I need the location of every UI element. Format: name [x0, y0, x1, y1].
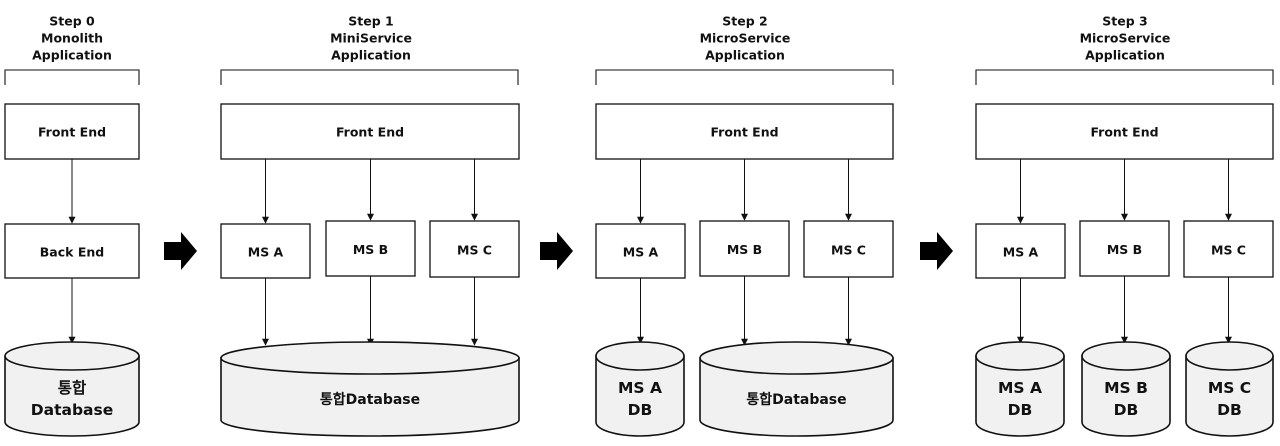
service-box-ms-c: MS C: [1183, 220, 1274, 278]
database-label: DB: [1114, 401, 1139, 419]
service-database-cylinder-ms-b: MS B DB: [1081, 341, 1171, 437]
database-label: DB: [1217, 401, 1242, 419]
step-0-title-step-number: Step 0: [49, 14, 95, 29]
integrated-database-cylinder: 통합Database: [220, 341, 520, 437]
database-top: [975, 341, 1065, 371]
service-box-ms-a-frame: [595, 223, 686, 279]
database-top: [1081, 341, 1171, 371]
database-top: [220, 341, 520, 375]
database-body: [220, 357, 520, 437]
step-transition-arrow-2: [540, 232, 573, 270]
service-database-cylinder-ms-a: MS A DB: [975, 341, 1065, 437]
database-label: MS A: [618, 379, 662, 397]
step-2-title-step-number: Step 2: [722, 14, 767, 29]
service-box-ms-b: MS B: [325, 220, 416, 277]
database-top: [1185, 341, 1274, 371]
step-1-title-step-application: Application: [331, 48, 411, 63]
front-end-box: Front End: [595, 103, 894, 160]
step-3-title-step-number: Step 3: [1102, 14, 1147, 29]
database-label: DB: [1008, 401, 1033, 419]
service-label: MS A: [1003, 245, 1039, 260]
service-box-ms-a: MS A: [220, 223, 311, 279]
database-top: [595, 341, 685, 371]
step-1-title-step-architecture: MiniService: [330, 31, 412, 46]
database-label: 통합Database: [320, 391, 420, 408]
database-body: [1185, 355, 1274, 437]
integrated-database-cylinder: 통합 Database: [4, 341, 140, 437]
integrated-database-cylinder: 통합Database: [699, 341, 894, 437]
step-2-title-step-architecture: MicroService: [700, 31, 791, 46]
database-body: [699, 357, 894, 437]
step-2-title-step-application: Application: [705, 48, 785, 63]
database-label: DB: [628, 401, 653, 419]
service-box-ms-a-frame: [975, 223, 1066, 279]
service-label: MS A: [248, 245, 284, 260]
service-label: MS A: [623, 245, 659, 260]
service-label: MS C: [457, 243, 492, 258]
database-top: [699, 341, 894, 375]
database-label: MS A: [998, 379, 1042, 397]
step-0-title-step-architecture: Monolith: [41, 31, 103, 46]
front-end-box: Front End: [4, 103, 140, 160]
step-2-bracket: [595, 69, 894, 85]
service-label: MS C: [831, 243, 866, 258]
service-box-ms-b: MS B: [1079, 220, 1170, 277]
service-box-ms-a: MS A: [975, 223, 1066, 279]
service-box-ms-b-frame: [699, 220, 790, 277]
front-end-box-frame: [975, 103, 1274, 160]
front-end-box-frame: [595, 103, 894, 160]
database-body: [1081, 355, 1171, 437]
database-label: MS C: [1208, 379, 1251, 397]
service-label: MS B: [727, 242, 762, 257]
step-3-title-step-application: Application: [1085, 48, 1165, 63]
front-end-box-frame: [4, 103, 140, 160]
service-box-ms-c: MS C: [429, 220, 520, 278]
step-3-bracket: [975, 69, 1274, 85]
service-label: MS B: [353, 242, 388, 257]
service-box-ms-b: MS B: [699, 220, 790, 277]
step-3-title-step-architecture: MicroService: [1080, 31, 1171, 46]
step-0-bracket: [4, 69, 140, 85]
database-body: [4, 355, 140, 437]
database-body: [975, 355, 1065, 437]
back-end-box-frame: [4, 223, 140, 279]
front-end-box: Front End: [975, 103, 1274, 160]
service-database-cylinder-ms-a: MS A DB: [595, 341, 685, 437]
service-box-ms-c: MS C: [803, 220, 894, 278]
step-transition-arrow-3: [920, 232, 953, 270]
step-1-title-step-number: Step 1: [348, 14, 393, 29]
service-box-ms-c-frame: [1183, 220, 1274, 278]
front-end-label: Front End: [1090, 125, 1158, 140]
back-end-label: Back End: [40, 245, 104, 260]
front-end-label: Front End: [38, 125, 106, 140]
back-end-box: Back End: [4, 223, 140, 279]
service-database-cylinder-ms-c: MS C DB: [1185, 341, 1274, 437]
front-end-label: Front End: [336, 125, 404, 140]
service-box-ms-b-frame: [1079, 220, 1170, 277]
step-1-bracket: [220, 69, 519, 85]
step-0-title-step-application: Application: [32, 48, 112, 63]
service-label: MS C: [1211, 243, 1246, 258]
database-label: MS B: [1104, 379, 1148, 397]
database-body: [595, 355, 685, 437]
database-label: 통합: [58, 379, 87, 397]
step-transition-arrow-1: [164, 232, 197, 270]
database-label: 통합Database: [746, 391, 846, 408]
front-end-box: Front End: [220, 103, 520, 160]
service-box-ms-b-frame: [325, 220, 416, 277]
database-label: Database: [31, 401, 114, 419]
database-top: [4, 341, 140, 371]
front-end-label: Front End: [710, 125, 778, 140]
service-box-ms-a: MS A: [595, 223, 686, 279]
service-label: MS B: [1107, 242, 1142, 257]
service-box-ms-c-frame: [803, 220, 894, 278]
